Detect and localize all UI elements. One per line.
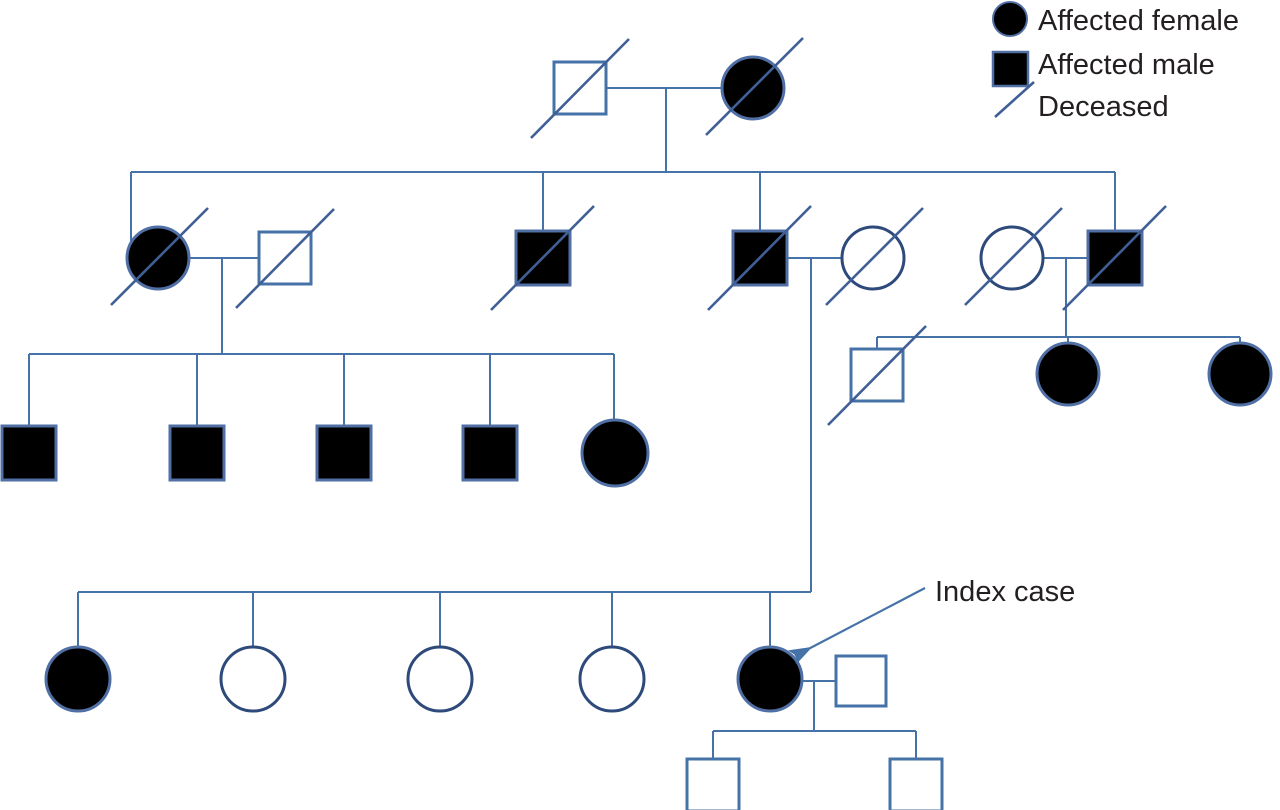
symbol-circle-affected[interactable] [44, 645, 112, 713]
individual-IV-5[interactable] [736, 645, 804, 713]
individual-III-6[interactable] [827, 325, 927, 426]
deceased-slash-icon [825, 207, 924, 306]
generation-II [110, 205, 1167, 311]
symbol-circle-affected-index-case[interactable] [736, 645, 804, 713]
individual-II-7[interactable] [1062, 205, 1167, 311]
affected-male-icon [991, 50, 1030, 88]
symbol-square-affected[interactable] [0, 424, 58, 482]
index-case-label: Index case [935, 576, 1075, 608]
individual-II-2[interactable] [235, 208, 335, 309]
individual-II-1[interactable] [110, 207, 209, 306]
index-case-arrow [795, 587, 926, 656]
individual-I-2[interactable] [705, 37, 804, 136]
symbol-square-affected[interactable] [315, 424, 373, 482]
individual-III-5[interactable] [580, 418, 650, 488]
deceased-slash-icon [827, 325, 927, 426]
generation-I [530, 37, 804, 139]
deceased-slash-icon [490, 205, 595, 311]
generation-IV [44, 645, 888, 713]
deceased-slash-icon [1062, 205, 1167, 311]
symbol-circle-affected[interactable] [1035, 341, 1101, 407]
symbol-circle-affected[interactable] [1207, 341, 1273, 407]
symbol-square-unaffected[interactable] [834, 654, 888, 708]
individual-IV-6[interactable] [834, 654, 888, 708]
individual-III-1[interactable] [0, 424, 58, 482]
deceased-slash-icon [530, 38, 630, 139]
symbol-square-affected[interactable] [168, 424, 226, 482]
individual-III-7[interactable] [1035, 341, 1101, 407]
individual-I-1[interactable] [530, 38, 630, 139]
symbol-circle-unaffected[interactable] [578, 645, 646, 713]
symbol-square-unaffected[interactable] [888, 757, 944, 810]
symbol-circle-affected[interactable] [580, 418, 650, 488]
individual-III-4[interactable] [461, 424, 519, 482]
deceased-slash-icon [964, 207, 1063, 306]
individual-II-4[interactable] [707, 205, 812, 311]
deceased-slash-icon [705, 37, 804, 136]
deceased-icon [994, 81, 1035, 118]
individual-V-1[interactable] [685, 757, 741, 810]
individual-IV-2[interactable] [219, 645, 287, 713]
legend-label-affected-female: Affected female [1038, 5, 1239, 37]
individual-III-2[interactable] [168, 424, 226, 482]
generation-III [0, 325, 1273, 488]
legend-item-affected-male: Affected male [991, 49, 1215, 88]
generation-V [685, 757, 944, 810]
symbol-circle-unaffected[interactable] [406, 645, 474, 713]
individual-III-8[interactable] [1207, 341, 1273, 407]
individual-IV-3[interactable] [406, 645, 474, 713]
symbol-square-unaffected[interactable] [685, 757, 741, 810]
individual-IV-4[interactable] [578, 645, 646, 713]
symbol-circle-unaffected[interactable] [219, 645, 287, 713]
legend: Affected female Affected male Deceased [991, 1, 1239, 123]
individual-III-3[interactable] [315, 424, 373, 482]
deceased-slash-icon [707, 205, 812, 311]
legend-label-deceased: Deceased [1038, 91, 1169, 123]
index-case-annotation: Index case [795, 576, 1075, 656]
individual-II-5[interactable] [825, 207, 924, 306]
individual-V-2[interactable] [888, 757, 944, 810]
individual-II-6[interactable] [964, 207, 1063, 306]
deceased-slash-icon [110, 207, 209, 306]
individual-II-3[interactable] [490, 205, 595, 311]
affected-female-icon [992, 1, 1028, 37]
deceased-slash-icon [235, 208, 335, 309]
legend-label-affected-male: Affected male [1038, 49, 1215, 81]
individual-IV-1[interactable] [44, 645, 112, 713]
symbol-square-affected[interactable] [461, 424, 519, 482]
legend-item-affected-female: Affected female [992, 1, 1239, 37]
legend-item-deceased: Deceased [994, 81, 1169, 123]
